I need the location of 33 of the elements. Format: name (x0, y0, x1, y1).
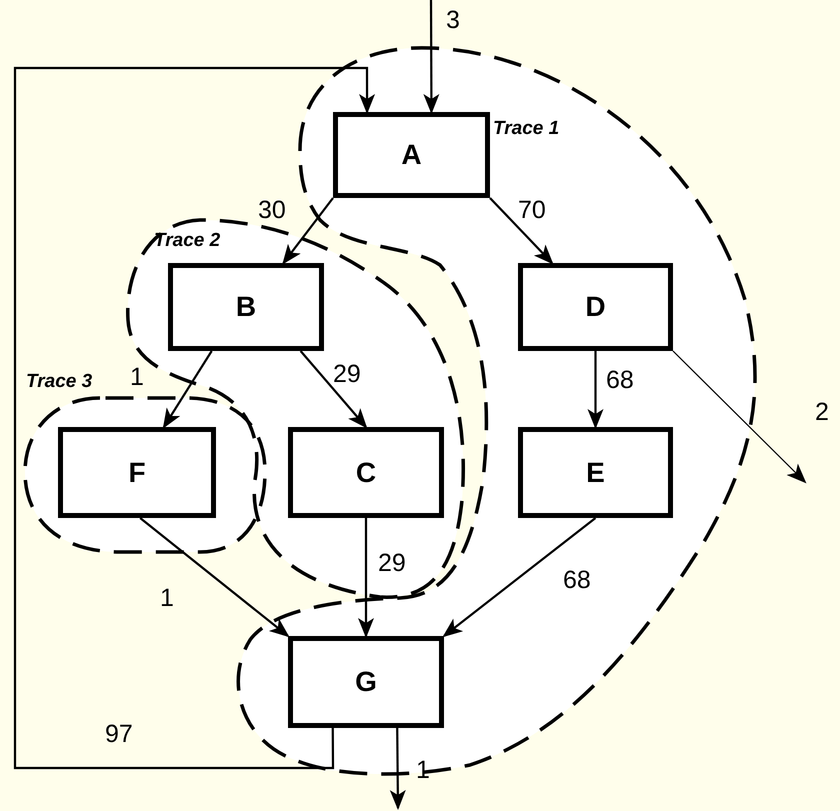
edge-label: 29 (333, 362, 361, 387)
edge-label: 1 (130, 365, 144, 390)
edge-label: 3 (446, 8, 460, 33)
arrow (390, 728, 406, 810)
process-box: C (288, 427, 444, 518)
arrow (423, 0, 440, 114)
process-box: E (518, 427, 673, 518)
arrow (672, 350, 806, 484)
arrow (588, 351, 604, 429)
arrow (300, 350, 368, 429)
arrow (489, 197, 554, 264)
arrow (442, 517, 596, 638)
arrow (139, 517, 290, 638)
arrow (358, 518, 374, 638)
edge-label: 2 (815, 400, 829, 425)
trace-label: Trace 2 (154, 231, 220, 250)
arrow (162, 350, 213, 429)
process-box: A (333, 112, 490, 198)
process-box: G (288, 636, 444, 728)
edge-label: 68 (606, 368, 634, 393)
edge-label: 29 (378, 551, 406, 576)
trace-label: Trace 1 (493, 119, 560, 138)
edge-label: 68 (563, 568, 591, 593)
arrow (282, 197, 334, 265)
edge-label: 70 (518, 198, 546, 223)
edge-label: 30 (258, 198, 286, 223)
trace-label: Trace 3 (26, 372, 92, 391)
process-box: B (168, 263, 324, 351)
process-box: F (58, 427, 216, 518)
arrow (14, 66, 376, 770)
edge-label: 97 (105, 722, 133, 747)
process-box: D (518, 263, 673, 351)
edge-label: 1 (160, 586, 174, 611)
